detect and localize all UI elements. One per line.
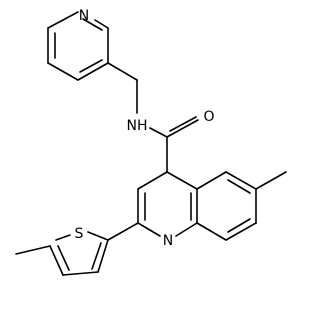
pyridine-n-label: N: [79, 8, 89, 24]
pyridine-ring: [47, 11, 109, 81]
thiophene-s-label: S: [75, 226, 84, 242]
linker-bonds: [107, 62, 199, 173]
quinoline-n-label: N: [163, 233, 173, 249]
quinoline-ring: [137, 171, 287, 241]
amide-o-label: O: [203, 109, 214, 125]
amide-nh-label: NH: [127, 118, 148, 134]
thiophene-ring: [15, 222, 139, 276]
molecule-canvas: N NH O N: [15, 8, 287, 276]
structure-diagram: N NH O N: [15, 8, 287, 276]
